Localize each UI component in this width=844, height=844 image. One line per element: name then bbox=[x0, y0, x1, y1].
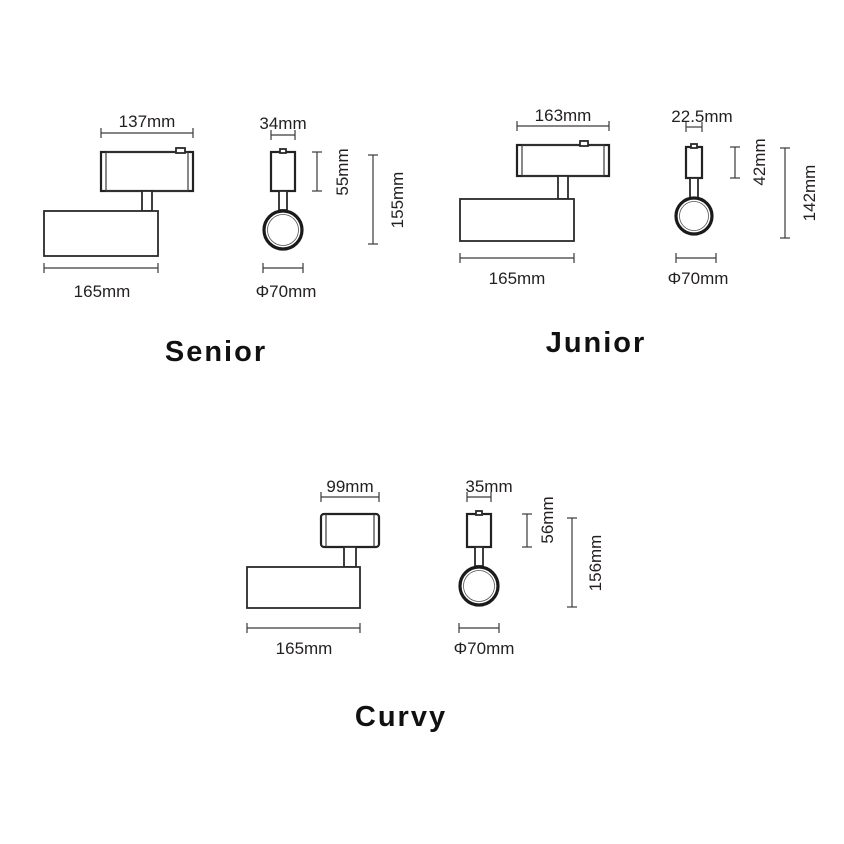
curvy-driver-side-width-label: 35mm bbox=[465, 477, 512, 496]
curvy-group: 99mm 165mm 35mm 56mm bbox=[246, 477, 605, 733]
junior-side-stem bbox=[689, 177, 699, 199]
junior-group: 163mm 165mm 22.5mm 42mm bbox=[459, 106, 819, 359]
senior-front-view: 137mm 165mm bbox=[43, 112, 195, 301]
junior-driver-side bbox=[684, 145, 704, 180]
curvy-driver-box bbox=[319, 512, 381, 549]
senior-lamp-body bbox=[43, 210, 159, 257]
junior-driver-width-label: 163mm bbox=[535, 106, 592, 125]
curvy-driver-width-label: 99mm bbox=[326, 477, 373, 496]
senior-total-height-label: 155mm bbox=[388, 172, 407, 229]
senior-driver-height-label: 55mm bbox=[333, 148, 352, 195]
curvy-side-view: 35mm 56mm 156mm Φ70mm bbox=[454, 477, 605, 658]
curvy-title: Curvy bbox=[355, 701, 447, 733]
junior-diameter-label: Φ70mm bbox=[668, 269, 729, 288]
junior-head-ring bbox=[674, 196, 714, 236]
curvy-stem bbox=[343, 546, 357, 568]
senior-stem bbox=[141, 190, 153, 212]
senior-group: 137mm 165mm 34mm 55mm bbox=[43, 112, 407, 368]
junior-title: Junior bbox=[546, 327, 647, 359]
junior-head-length-label: 165mm bbox=[489, 269, 546, 288]
senior-side-view: 34mm 55mm 155mm Φ70mm bbox=[256, 114, 407, 301]
curvy-total-height-label: 156mm bbox=[586, 535, 605, 592]
junior-total-height-label: 142mm bbox=[800, 165, 819, 222]
junior-driver-height-label: 42mm bbox=[750, 138, 769, 185]
senior-head-ring bbox=[262, 209, 304, 251]
curvy-driver-side bbox=[465, 512, 493, 549]
junior-front-view: 163mm 165mm bbox=[459, 106, 611, 288]
senior-diameter-label: Φ70mm bbox=[256, 282, 317, 301]
senior-driver-side-width-label: 34mm bbox=[259, 114, 306, 133]
senior-side-stem bbox=[278, 190, 288, 211]
junior-driver-side-width-label: 22.5mm bbox=[671, 107, 732, 126]
senior-driver-side bbox=[269, 150, 297, 193]
curvy-driver-height-label: 56mm bbox=[538, 496, 557, 543]
junior-side-view: 22.5mm 42mm 142mm Φ70mm bbox=[668, 107, 819, 288]
curvy-diameter-label: Φ70mm bbox=[454, 639, 515, 658]
curvy-head-length-label: 165mm bbox=[276, 639, 333, 658]
senior-title: Senior bbox=[165, 336, 267, 368]
junior-lamp-body bbox=[459, 198, 575, 242]
senior-head-length-label: 165mm bbox=[74, 282, 131, 301]
curvy-head-ring bbox=[458, 565, 500, 607]
curvy-lamp-body bbox=[246, 566, 361, 609]
junior-driver-contact bbox=[579, 140, 589, 147]
senior-driver-box bbox=[99, 150, 195, 193]
curvy-front-view: 99mm 165mm bbox=[246, 477, 381, 658]
senior-driver-contact bbox=[175, 147, 186, 154]
senior-driver-width-label: 137mm bbox=[119, 112, 176, 131]
junior-stem bbox=[557, 175, 569, 200]
junior-driver-box bbox=[515, 143, 611, 178]
curvy-side-stem bbox=[474, 546, 484, 567]
